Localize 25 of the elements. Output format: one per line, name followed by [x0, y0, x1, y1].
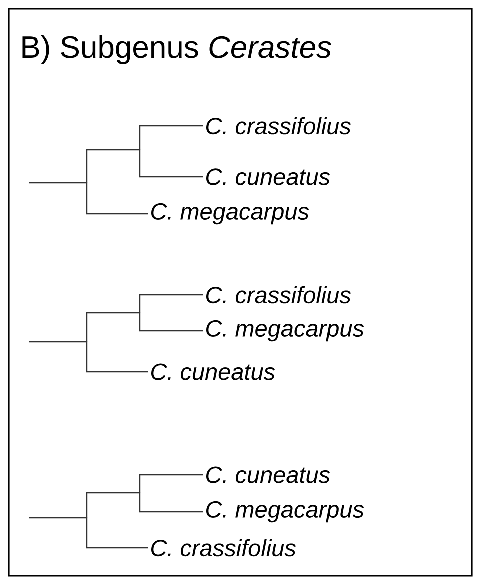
tree-branch [139, 150, 203, 178]
tree-branch [139, 493, 203, 513]
tree-branch [86, 183, 148, 215]
tree-branch [139, 474, 203, 493]
tree-branch [29, 182, 87, 184]
taxon-label: C. megacarpus [206, 320, 364, 342]
taxon-label: C. crassifolius [206, 117, 351, 135]
tree-branch [139, 313, 203, 332]
tree-branch [29, 517, 87, 519]
tree-branch [139, 125, 203, 150]
taxon-label: C. megacarpus [206, 501, 364, 523]
tree-branch [86, 492, 140, 518]
taxon-label: C. crassifolius [206, 286, 351, 304]
tree-branch [86, 342, 148, 373]
tree-branch [86, 312, 140, 342]
tree-branch [86, 149, 140, 183]
taxon-label: C. crassifolius [152, 539, 296, 557]
taxon-label: C. cuneatus [206, 168, 330, 186]
taxon-label: C. megacarpus [152, 203, 310, 225]
tree-branch [139, 294, 203, 313]
title: B) Subgenus Cerastes [22, 36, 332, 64]
taxon-label: C. cuneatus [152, 364, 276, 380]
tree-branch [29, 341, 87, 343]
tree-branch [86, 518, 148, 549]
taxon-label: C. cuneatus [206, 466, 330, 484]
